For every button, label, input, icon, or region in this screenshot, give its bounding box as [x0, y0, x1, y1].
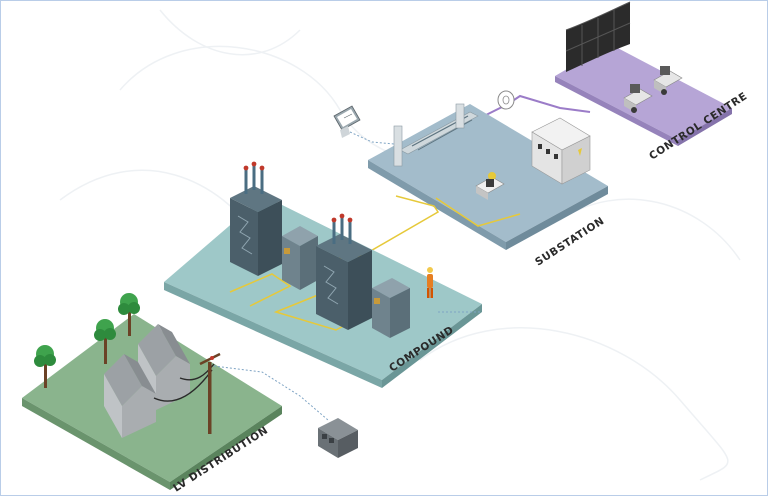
worker-icon	[427, 267, 433, 298]
substation-rack-icon	[393, 103, 479, 167]
lv-cable	[153, 363, 215, 402]
tree-icon	[34, 345, 56, 388]
fibre-link	[479, 94, 591, 119]
video-wall-icon	[565, 1, 631, 72]
monitor-icon	[333, 105, 361, 138]
house-icon	[138, 324, 190, 410]
tree-icon	[118, 293, 140, 336]
tree-icon	[94, 319, 116, 364]
data-link	[349, 131, 395, 145]
switchgear-icon	[531, 117, 591, 185]
meter-box-icon	[318, 418, 358, 458]
operator-desk-icon	[653, 66, 683, 95]
switchgear-icon	[282, 226, 318, 290]
antenna-icon	[497, 90, 515, 110]
pole-icon	[199, 352, 221, 434]
switchgear-icon	[372, 278, 410, 338]
data-link	[213, 365, 329, 421]
power-link	[435, 197, 521, 227]
house-icon	[104, 354, 156, 438]
transformer-icon	[230, 161, 282, 276]
operator-desk-icon	[475, 172, 505, 200]
power-link	[361, 195, 440, 257]
operator-desk-icon	[623, 84, 653, 113]
transformer-icon	[316, 213, 372, 330]
